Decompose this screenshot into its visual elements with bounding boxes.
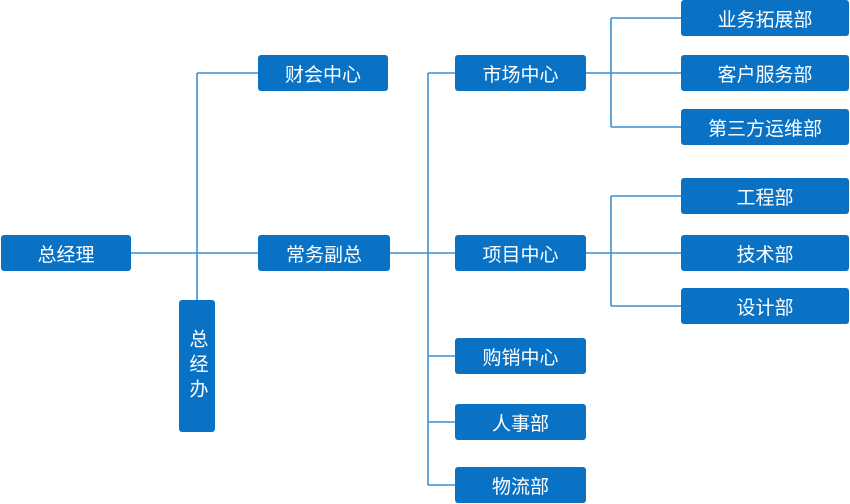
hr-dept-label: 人事部	[491, 412, 549, 435]
finance-center-label: 财会中心	[284, 63, 361, 86]
purchase-center-label: 购销中心	[482, 346, 559, 369]
logistics-dept-box[interactable]: 物流部	[455, 467, 586, 503]
technology-dept-box[interactable]: 技术部	[681, 235, 849, 271]
customer-service-dept-label: 客户服务部	[717, 63, 813, 86]
gm-office-box[interactable]: 总经办	[179, 300, 215, 432]
third-party-ops-dept-label: 第三方运维部	[707, 117, 822, 140]
gm-office-label: 总经办	[186, 328, 209, 404]
general-manager-box[interactable]: 总经理	[1, 235, 131, 271]
engineering-dept-label: 工程部	[736, 186, 794, 209]
logistics-dept-label: 物流部	[491, 475, 549, 498]
market-center-box[interactable]: 市场中心	[455, 55, 586, 91]
project-center-box[interactable]: 项目中心	[455, 235, 586, 271]
business-dev-dept-label: 业务拓展部	[717, 8, 813, 31]
technology-dept-label: 技术部	[736, 243, 794, 266]
executive-vp-label: 常务副总	[285, 243, 362, 266]
business-dev-dept-box[interactable]: 业务拓展部	[681, 0, 849, 36]
hr-dept-box[interactable]: 人事部	[455, 404, 586, 440]
purchase-center-box[interactable]: 购销中心	[455, 338, 586, 374]
design-dept-box[interactable]: 设计部	[681, 288, 849, 324]
general-manager-label: 总经理	[37, 243, 95, 266]
customer-service-dept-box[interactable]: 客户服务部	[681, 55, 849, 91]
executive-vp-box[interactable]: 常务副总	[258, 235, 390, 271]
design-dept-label: 设计部	[736, 296, 794, 319]
market-center-label: 市场中心	[482, 63, 559, 86]
engineering-dept-box[interactable]: 工程部	[681, 178, 849, 214]
third-party-ops-dept-box[interactable]: 第三方运维部	[681, 109, 849, 145]
finance-center-box[interactable]: 财会中心	[258, 55, 388, 91]
project-center-label: 项目中心	[482, 243, 559, 266]
